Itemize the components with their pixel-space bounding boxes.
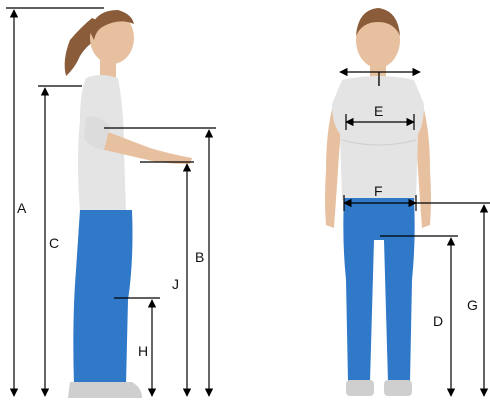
label-c: C [49, 235, 59, 251]
label-i: I [377, 73, 381, 89]
label-b: B [195, 249, 204, 265]
side-shoe [68, 382, 142, 398]
front-shirt [332, 76, 424, 200]
label-h: H [138, 343, 148, 359]
label-a: A [17, 200, 27, 216]
front-left-shoe [346, 380, 374, 396]
label-e: E [374, 103, 383, 119]
label-f: F [374, 183, 383, 199]
side-view-figure [65, 10, 192, 398]
label-d: D [433, 313, 443, 329]
front-right-shoe [384, 380, 412, 396]
front-view-figure [325, 8, 431, 396]
label-g: G [467, 297, 478, 313]
label-j: J [172, 276, 179, 292]
front-jeans [343, 198, 414, 382]
